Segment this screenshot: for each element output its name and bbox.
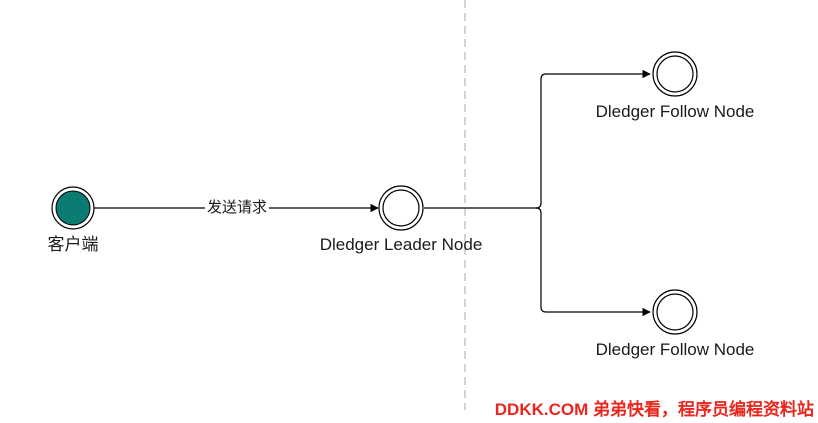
follower-top-node [652, 51, 698, 97]
client-node [51, 186, 95, 230]
client-node-fill [55, 190, 91, 226]
follower-top-node-label: Dledger Follow Node [595, 102, 755, 121]
client-node-label: 客户端 [47, 235, 99, 254]
edge-leader-to-follower-bottom [535, 207, 651, 317]
follower-bottom-node-label: Dledger Follow Node [595, 340, 755, 359]
edge-leader-to-followers [424, 69, 651, 209]
edge-label-send-request: 发送请求 [204, 199, 270, 217]
leader-node [378, 185, 424, 231]
watermark-text: DDKK.COM 弟弟快看，程序员编程资料站 [494, 400, 814, 419]
follower-bottom-node [652, 289, 698, 335]
leader-node-label: Dledger Leader Node [319, 235, 483, 254]
